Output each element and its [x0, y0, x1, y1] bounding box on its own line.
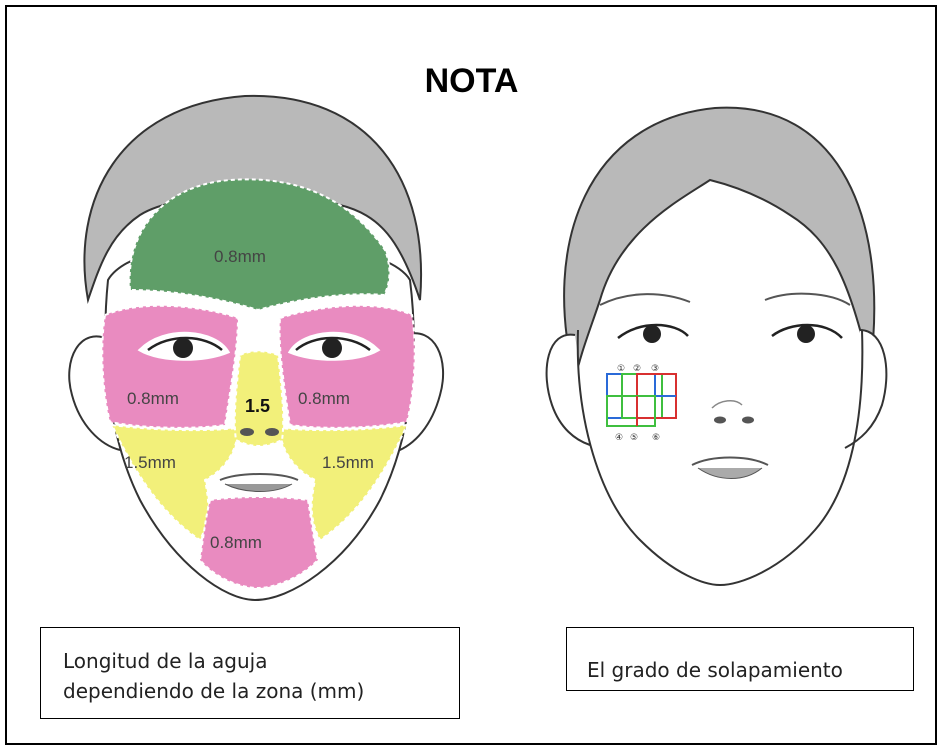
grid-number-6: ⑥	[652, 433, 660, 443]
grid-number-2: ②	[633, 364, 641, 374]
right-ear-r	[845, 330, 886, 448]
label-nose: 1.5	[245, 396, 270, 416]
caption-overlap: El grado de solapamiento	[566, 627, 914, 691]
label-left-cheek: 0.8mm	[127, 389, 179, 408]
grid-number-3: ③	[651, 364, 659, 374]
label-left-jaw: 1.5mm	[124, 453, 176, 472]
left-face: 0.8mm 0.8mm 1.5 0.8mm 1.5mm 1.5mm 0.8mm	[69, 96, 443, 600]
label-forehead: 0.8mm	[214, 247, 266, 266]
right-hair	[564, 108, 874, 380]
label-right-cheek: 0.8mm	[298, 389, 350, 408]
zone-left-cheek	[102, 306, 238, 428]
caption-right-text: El grado de solapamiento	[587, 658, 913, 682]
caption-left-line1: Longitud de la aguja	[63, 646, 459, 676]
grid-number-1: ①	[617, 364, 625, 374]
caption-needle-length: Longitud de la aguja dependiendo de la z…	[40, 627, 460, 719]
zone-right-cheek	[280, 306, 415, 428]
overlap-grid: ① ② ③ ④ ⑤ ⑥	[607, 364, 676, 443]
grid-number-4: ④	[615, 433, 623, 443]
caption-left-line2: dependiendo de la zona (mm)	[63, 676, 459, 706]
label-right-jaw: 1.5mm	[322, 453, 374, 472]
right-face: ① ② ③ ④ ⑤ ⑥	[547, 108, 887, 585]
label-chin: 0.8mm	[210, 533, 262, 552]
grid-number-5: ⑤	[630, 433, 638, 443]
